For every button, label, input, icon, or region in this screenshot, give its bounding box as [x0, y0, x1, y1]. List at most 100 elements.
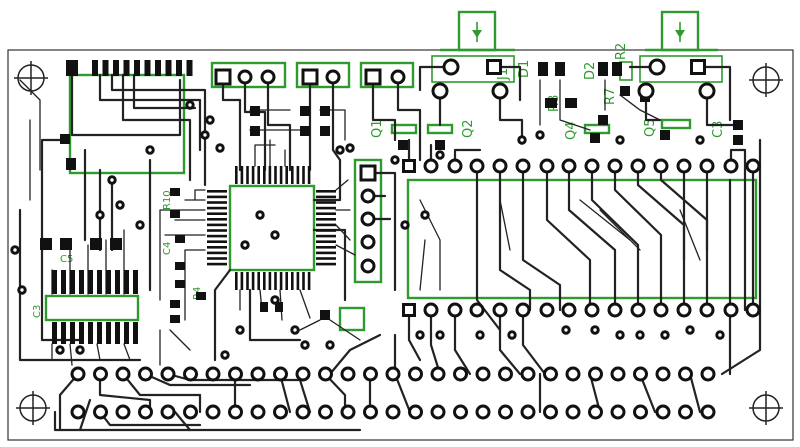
square-pad [402, 303, 416, 317]
square-pad [690, 59, 706, 75]
through-hole-pad [539, 302, 555, 318]
smd-pad [316, 212, 336, 215]
through-hole-pad [415, 330, 425, 340]
smd-pad [316, 240, 336, 243]
through-hole-pad [700, 404, 716, 420]
through-hole-pad [260, 69, 276, 85]
label-r7: R7 [603, 88, 618, 105]
through-hole-pad [539, 158, 555, 174]
smd-pad [207, 234, 227, 238]
through-hole-pad [723, 302, 739, 318]
mounting-hole-icon [749, 63, 783, 97]
through-hole-pad [390, 155, 400, 165]
smd-pad [90, 238, 102, 250]
label-c3b: C3 [32, 305, 43, 318]
smd-pad [235, 166, 238, 184]
through-hole-pad [699, 302, 715, 318]
smd-pad [207, 190, 227, 193]
mounting-hole-icon [16, 391, 50, 425]
through-hole-pad [115, 404, 131, 420]
copper-trace [221, 75, 242, 172]
through-hole-pad [653, 302, 669, 318]
smd-pad [66, 158, 76, 170]
smd-pad [176, 60, 182, 76]
smd-pad [60, 134, 70, 144]
smd-pad [257, 272, 260, 290]
smd-pad [235, 272, 238, 290]
smd-pad [88, 270, 93, 294]
copper-trace [559, 79, 591, 131]
through-hole-pad [430, 366, 446, 382]
smd-pad [320, 310, 330, 320]
smd-pad [300, 126, 310, 136]
smd-pad [565, 98, 577, 108]
smd-pad [175, 235, 185, 243]
smd-pad [207, 206, 227, 210]
smd-pad [79, 270, 84, 294]
through-hole-pad [93, 404, 108, 420]
through-hole-pad [408, 366, 423, 382]
copper-trace [407, 308, 422, 362]
smd-pad [598, 62, 608, 76]
through-hole-pad [295, 404, 311, 420]
smd-pad [435, 140, 445, 150]
smd-pad [275, 302, 283, 312]
through-hole-pad [183, 404, 198, 420]
connector-arrow-icon [440, 10, 515, 52]
copper-trace [58, 372, 80, 432]
copper-trace [159, 209, 206, 301]
smd-pad [316, 257, 336, 260]
through-hole-pad [325, 340, 335, 350]
copper-trace [78, 398, 92, 432]
smd-pad [263, 272, 266, 290]
through-hole-pad [363, 404, 378, 420]
smd-pad [545, 98, 557, 108]
through-hole-pad [400, 220, 410, 230]
smd-pad [186, 60, 193, 76]
copper-trace [169, 329, 191, 351]
through-hole-pad [255, 210, 265, 220]
through-hole-pad [698, 82, 716, 100]
header-outline [210, 61, 287, 89]
smd-pad [316, 206, 336, 210]
smd-pad [170, 210, 180, 218]
smd-pad [165, 60, 172, 76]
smd-pad [170, 315, 180, 323]
smd-pad [398, 140, 408, 150]
label-r2: R2 [614, 43, 629, 60]
through-hole-pad [517, 135, 527, 145]
smd-pad [115, 322, 120, 344]
header-outline [359, 61, 415, 89]
through-hole-pad [360, 188, 376, 204]
through-hole-pad [491, 82, 509, 100]
copper-trace [98, 73, 202, 152]
through-hole-pad [584, 158, 600, 174]
smd-pad [620, 86, 630, 96]
copper-trace [429, 308, 442, 376]
through-hole-pad [215, 143, 225, 153]
through-hole-pad [185, 100, 195, 110]
smd-pad [70, 270, 75, 294]
smd-pad [92, 60, 98, 76]
square-pad [359, 164, 377, 182]
regulator-outline [431, 55, 515, 83]
smd-pad [61, 322, 66, 344]
through-hole-pad [590, 325, 600, 335]
through-hole-pad [75, 345, 85, 355]
copper-trace [335, 224, 351, 241]
through-hole-pad [318, 404, 333, 420]
through-hole-pad [648, 58, 666, 76]
smd-pad [60, 238, 72, 250]
smd-pad [240, 272, 244, 290]
copper-trace [521, 164, 562, 312]
smd-pad [316, 195, 336, 199]
smd-pad [285, 272, 288, 290]
transistor-outline [426, 123, 454, 135]
through-hole-pad [420, 210, 430, 220]
smd-pad [207, 251, 227, 255]
copper-trace [492, 65, 522, 102]
smd-pad [52, 322, 57, 344]
through-hole-pad [290, 325, 300, 335]
smd-pad [240, 166, 244, 184]
